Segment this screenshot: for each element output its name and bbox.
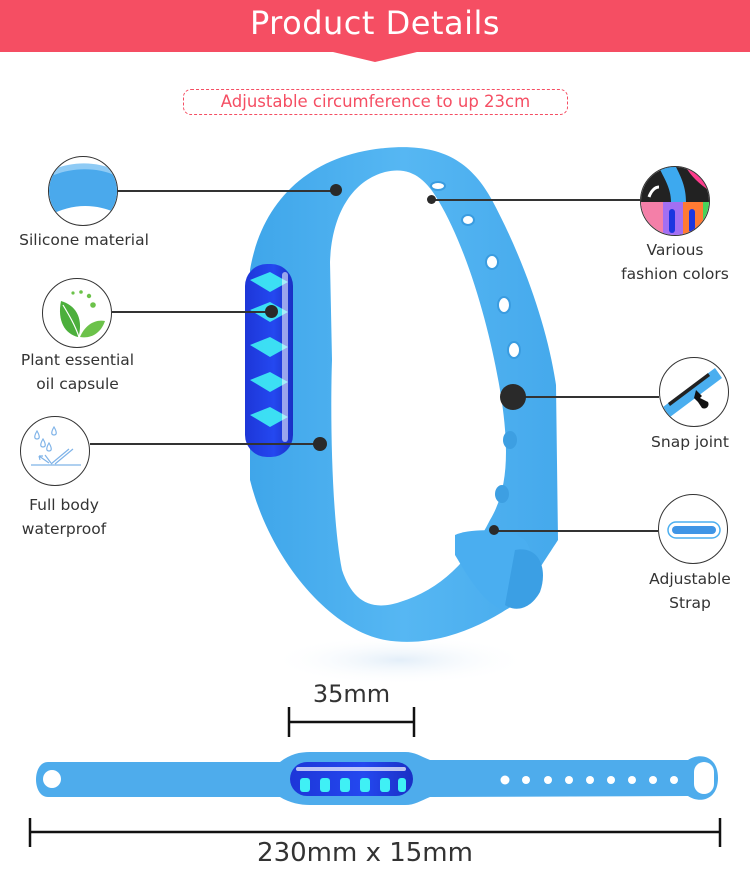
header-notch (333, 52, 417, 62)
snap-joint-icon-circle (659, 357, 729, 427)
plant-leaf-icon (59, 290, 105, 338)
plant-leader-line (112, 311, 270, 313)
adjustable-strap-icon-circle (658, 494, 728, 564)
fashion-colors-label: Various fashion colors (621, 241, 729, 283)
plant-pointer-dot (265, 305, 278, 318)
silicone-material-label: Silicone material (19, 231, 149, 249)
colors-pointer-dot (427, 195, 436, 204)
adjustable-strap-label: Adjustable Strap (649, 570, 731, 612)
waterproof-icon (20, 416, 90, 486)
strap-leader-line (495, 530, 658, 532)
page-title: Product Details (249, 4, 501, 42)
snap-leader-line (520, 396, 659, 398)
strap-icon (667, 521, 721, 539)
waterproof-pointer-dot (313, 437, 327, 451)
silicone-swatch-icon (49, 163, 117, 216)
color-bands-icon (641, 167, 709, 235)
strap-pointer-dot (489, 525, 499, 535)
colors-leader-line (432, 199, 640, 201)
silicone-leader-line (118, 190, 336, 192)
plant-oil-label: Plant essential oil capsule (20, 351, 135, 393)
plant-oil-icon (42, 278, 112, 348)
waterproof-label: Full body waterproof (21, 496, 107, 538)
water-drops-icon (31, 425, 81, 466)
snap-joint-icon (660, 368, 722, 423)
header-banner (0, 0, 750, 52)
snap-joint-label: Snap joint (651, 433, 729, 451)
fashion-colors-icon (640, 166, 710, 236)
silicone-pointer-dot (330, 184, 342, 196)
capsule-width-label: 35mm (312, 680, 391, 708)
circumference-note: Adjustable circumference to up 23cm (183, 89, 568, 115)
silicone-material-icon (48, 156, 118, 226)
snap-pointer-dot (500, 384, 526, 410)
waterproof-leader-line (90, 443, 320, 445)
total-size-label: 230mm x 15mm (257, 838, 473, 868)
